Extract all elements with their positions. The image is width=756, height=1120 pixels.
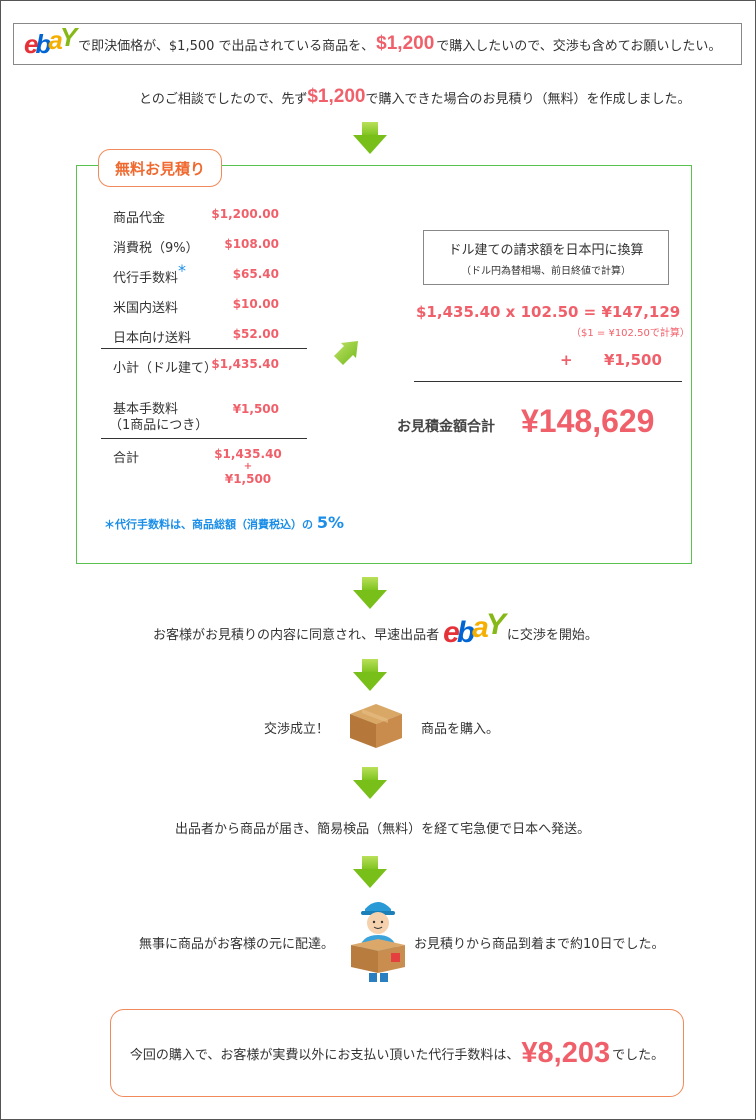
row-value: $108.00 [224,237,279,251]
ebay-logo: ebaY [443,608,506,649]
row-label: 消費税（9%） [113,241,199,256]
intro-text-after: で購入したいので、交渉も含めてお願いしたい。 [436,38,722,54]
consult-text-before: とのご相談でしたので、先ず [139,91,308,107]
conversion-fee: ¥1,500 [604,351,662,369]
row-value: $10.00 [232,297,279,311]
down-arrow-icon [353,122,387,154]
conversion-box: ドル建ての請求額を日本円に換算 （ドル円為替相場、前日終値で計算） [423,230,669,285]
final-text-before: 今回の購入で、お客様が実費以外にお支払い頂いた代行手数料は、 [129,1047,520,1063]
footnote: ＊代行手数料は、商品総額（消費税込）の 5% [104,513,344,532]
conversion-plus: + [560,351,573,369]
total-quote-label: お見積金額合計 [397,419,495,435]
conversion-title: ドル建ての請求額を日本円に換算 [448,243,644,258]
row-label-text: 代行手数料 [113,271,179,286]
ship-text: 出品者から商品が届き、簡易検品（無料）を経て宅急便で日本へ発送。 [175,822,591,837]
deal-left-text: 交渉成立！ [264,722,330,737]
consult-price: $1,200 [307,86,366,107]
basic-fee-label-line2: （1商品につき） [109,418,209,433]
row-label: 商品代金 [113,211,166,226]
down-arrow-icon [353,659,387,691]
footnote-text: ＊代行手数料は、商品総額（消費税込）の [104,518,317,531]
total-value-line1: $1,435.40 [214,447,282,461]
down-arrow-icon [353,767,387,799]
basic-fee-value: ¥1,500 [232,402,279,416]
intro-text-before: で即決価格が、$1,500 で出品されている商品を、 [78,38,375,54]
consult-line: とのご相談でしたので、先ず $1,200 で購入できた場合のお見積り（無料）を作… [139,86,691,108]
subtotal-value: $1,435.40 [211,357,279,371]
delivered-right-text: お見積りから商品到着まで約10日でした。 [414,937,665,952]
final-text-after: でした。 [612,1047,665,1063]
total-plus: + [243,461,253,472]
negotiate-text-after: に交渉を開始。 [506,627,598,643]
total-quote-value: ¥148,629 [521,403,655,439]
asterisk-mark: * [178,261,187,280]
row-value: $1,200.00 [211,207,279,221]
subtotal-label: 小計（ドル建て） [113,361,218,376]
right-arrow-icon [334,341,358,365]
total-value-line2: ¥1,500 [224,472,272,486]
basic-fee-label-line1: 基本手数料 [113,402,179,417]
consult-text-after: で購入できた場合のお見積り（無料）を作成しました。 [365,91,691,107]
row-label: 代行手数料* [113,261,186,286]
row-label: 米国内送料 [113,301,179,316]
intro-box: ebaY で即決価格が、$1,500 で出品されている商品を、 $1,200 で… [13,23,742,65]
ebay-logo: ebaY [24,22,77,59]
delivery-person-icon [351,902,405,982]
delivered-left-text: 無事に商品がお客様の元に配達。 [139,937,335,952]
intro-price: $1,200 [376,33,435,54]
quote-tag: 無料お見積り [98,149,222,187]
divider [101,438,307,439]
quote-box [76,165,692,564]
negotiate-text-before: お客様がお見積りの内容に同意され、早速出品者 [153,627,440,643]
footnote-pct: 5% [316,513,345,532]
basic-fee-label: 基本手数料 （1商品につき） [109,402,208,434]
conversion-subtitle: （ドル円為替相場、前日終値で計算） [461,266,631,277]
down-arrow-icon [353,856,387,888]
total-label: 合計 [113,451,140,466]
row-label: 日本向け送料 [113,331,192,346]
divider [414,381,682,382]
conversion-formula: $1,435.40 x 102.50 = ¥147,129 [416,303,681,321]
final-summary-box: 今回の購入で、お客様が実費以外にお支払い頂いた代行手数料は、 ¥8,203 でし… [110,1009,684,1097]
negotiate-line: お客様がお見積りの内容に同意され、早速出品者 ebaY に交渉を開始。 [153,608,598,649]
down-arrow-icon [353,577,387,609]
cardboard-box-icon [350,704,402,748]
row-value: $65.40 [232,267,279,281]
deal-right-text: 商品を購入。 [421,722,500,737]
final-amount: ¥8,203 [521,1036,611,1069]
divider [101,348,307,349]
rate-note: （$1 = ¥102.50で計算） [571,328,690,339]
total-values: $1,435.40 + ¥1,500 [212,447,284,487]
row-value: $52.00 [232,327,279,341]
